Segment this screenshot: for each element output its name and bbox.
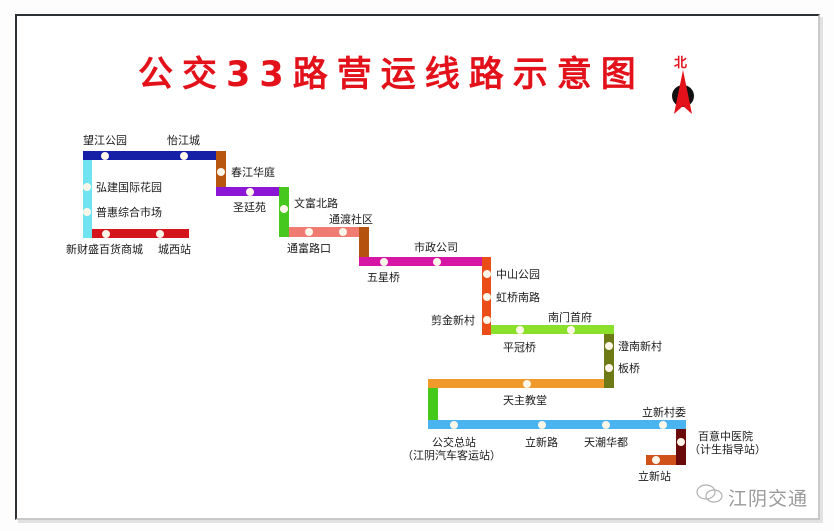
station-label: 立新站 bbox=[638, 470, 671, 483]
station-label: 虹桥南路 bbox=[496, 291, 540, 304]
stop-lixinzhan[interactable] bbox=[652, 456, 660, 464]
station-label: 立新村委 bbox=[642, 406, 686, 419]
watermark-text: 江阴交通 bbox=[728, 488, 809, 510]
stop-lixinlu[interactable] bbox=[538, 421, 546, 429]
station-label: 文富北路 bbox=[294, 197, 338, 210]
station-label: 公交总站 bbox=[432, 436, 476, 449]
station-sublabel: （江阴汽车客运站） bbox=[402, 449, 501, 462]
stop-yijiang[interactable] bbox=[180, 152, 188, 160]
station-label: 市政公司 bbox=[414, 241, 458, 254]
station-label: 望江公园 bbox=[83, 134, 127, 147]
station-label: 澄南新村 bbox=[618, 340, 662, 353]
stop-baiyi[interactable] bbox=[677, 438, 685, 446]
route-segment-rust bbox=[646, 455, 676, 465]
station-label: 春江华庭 bbox=[231, 166, 275, 179]
stop-chengxi[interactable] bbox=[156, 230, 164, 238]
stop-hongjian[interactable] bbox=[83, 183, 91, 191]
stop-shengtingyuan[interactable] bbox=[246, 188, 254, 196]
north-label: 北 bbox=[674, 56, 688, 71]
route-segment-olive bbox=[604, 334, 614, 388]
station-label: 百意中医院 bbox=[698, 430, 753, 443]
stop-wangjiang[interactable] bbox=[101, 152, 109, 160]
route-segment-magenta bbox=[359, 257, 491, 266]
station-label: 城西站 bbox=[158, 243, 191, 256]
stop-banqiao[interactable] bbox=[605, 364, 613, 372]
station-label: 天主教堂 bbox=[503, 394, 547, 407]
station-label: 弘建国际花园 bbox=[96, 181, 162, 194]
route-segment-lime bbox=[491, 325, 614, 334]
route-segment-red bbox=[92, 229, 189, 238]
route-segment-green-2 bbox=[428, 388, 438, 420]
station-label: 平冠桥 bbox=[503, 341, 536, 354]
stop-gongjiao-zongzhan[interactable] bbox=[450, 421, 458, 429]
route-segment-sky bbox=[428, 420, 686, 429]
stop-lixincunwei[interactable] bbox=[659, 421, 667, 429]
stop-xincaisheng[interactable] bbox=[102, 230, 110, 238]
map-title: 公交33路营运线路示意图 bbox=[138, 55, 645, 95]
route-segment-orange bbox=[428, 379, 604, 388]
stop-chengnan[interactable] bbox=[605, 342, 613, 350]
stop-shizheng[interactable] bbox=[433, 258, 441, 266]
route-segment-brown-2 bbox=[359, 227, 369, 266]
stop-wenfubeilu[interactable] bbox=[280, 205, 288, 213]
station-label: 天潮华都 bbox=[584, 436, 628, 449]
stop-chunjiang[interactable] bbox=[217, 168, 225, 176]
station-label: 普惠综合市场 bbox=[96, 206, 162, 219]
station-sublabel: （计生指导站） bbox=[689, 443, 766, 456]
station-label: 中山公园 bbox=[496, 268, 540, 281]
station-label: 剪金新村 bbox=[431, 314, 475, 327]
station-label: 五星桥 bbox=[367, 271, 400, 284]
stop-tongfulukou[interactable] bbox=[305, 228, 313, 236]
wechat-icon bbox=[696, 484, 723, 503]
stop-wuxingqiao[interactable] bbox=[380, 258, 388, 266]
route-segment-maroon bbox=[676, 429, 686, 465]
stop-hongqiaonanlu[interactable] bbox=[483, 293, 491, 301]
station-label: 板桥 bbox=[618, 362, 640, 375]
station-label: 南门首府 bbox=[548, 311, 592, 324]
stop-tianchao[interactable] bbox=[602, 421, 610, 429]
route-segment-salmon bbox=[289, 227, 368, 237]
stop-jianjin[interactable] bbox=[483, 316, 491, 324]
station-label: 立新路 bbox=[525, 436, 558, 449]
stop-nanmen[interactable] bbox=[567, 326, 575, 334]
route-segment-navy bbox=[83, 151, 216, 160]
north-arrow: 北 bbox=[668, 52, 698, 114]
station-label: 通富路口 bbox=[287, 242, 331, 255]
stop-tianzhu[interactable] bbox=[523, 380, 531, 388]
station-label: 怡江城 bbox=[167, 134, 200, 147]
stop-tongdu[interactable] bbox=[339, 228, 347, 236]
stop-puhui[interactable] bbox=[83, 208, 91, 216]
station-label: 圣廷苑 bbox=[233, 201, 266, 214]
stop-pingguanqiao[interactable] bbox=[516, 326, 524, 334]
compass-arrow-icon bbox=[672, 70, 694, 114]
station-label: 新财盛百货商城 bbox=[66, 243, 143, 256]
station-label: 通渡社区 bbox=[329, 213, 373, 226]
route-segment-cyan bbox=[83, 151, 92, 238]
stop-zhongshan[interactable] bbox=[483, 270, 491, 278]
